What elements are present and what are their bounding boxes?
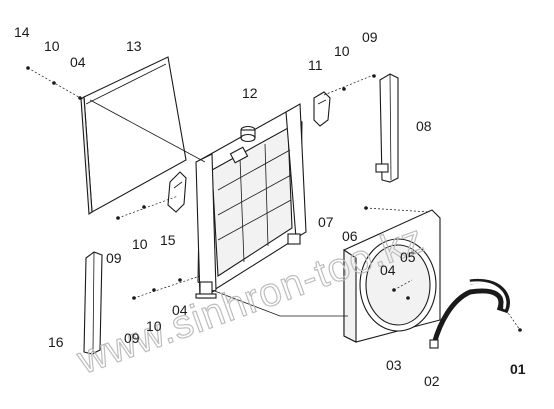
callout-06: 06 <box>342 228 358 244</box>
callout-09: 09 <box>124 330 140 346</box>
callout-12: 12 <box>242 85 258 101</box>
part-13-plate <box>80 56 187 215</box>
bolt-dots <box>26 66 522 332</box>
callout-09: 09 <box>106 250 122 266</box>
part-16-bracket <box>83 251 103 355</box>
callout-01: 01 <box>510 361 526 377</box>
callout-04: 04 <box>70 54 86 70</box>
part-02-arc-guard <box>429 278 510 349</box>
part-08-bracket <box>375 73 399 183</box>
callout-05: 05 <box>400 249 416 265</box>
callout-10: 10 <box>44 38 60 54</box>
callout-10: 10 <box>132 236 148 252</box>
callout-10: 10 <box>334 43 350 59</box>
callout-15: 15 <box>160 232 176 248</box>
part-15-bracket <box>167 171 187 213</box>
part-12-radiator <box>195 103 307 299</box>
assembly-lines <box>27 67 521 331</box>
callout-11: 11 <box>308 57 323 73</box>
callout-03: 03 <box>386 357 402 373</box>
callout-13: 13 <box>126 38 142 54</box>
callout-14: 14 <box>14 24 30 40</box>
callout-04: 04 <box>380 262 396 278</box>
callout-labels: 14 10 04 13 12 11 10 09 08 07 06 05 04 1… <box>14 24 526 389</box>
callout-04: 04 <box>172 302 188 318</box>
callout-07: 07 <box>318 214 334 230</box>
callout-10: 10 <box>146 318 162 334</box>
callout-09: 09 <box>362 29 378 45</box>
callout-16: 16 <box>48 334 64 350</box>
part-11-bracket <box>313 91 331 127</box>
callout-08: 08 <box>416 118 432 134</box>
callout-02: 02 <box>424 373 440 389</box>
part-03-shroud <box>343 209 441 343</box>
